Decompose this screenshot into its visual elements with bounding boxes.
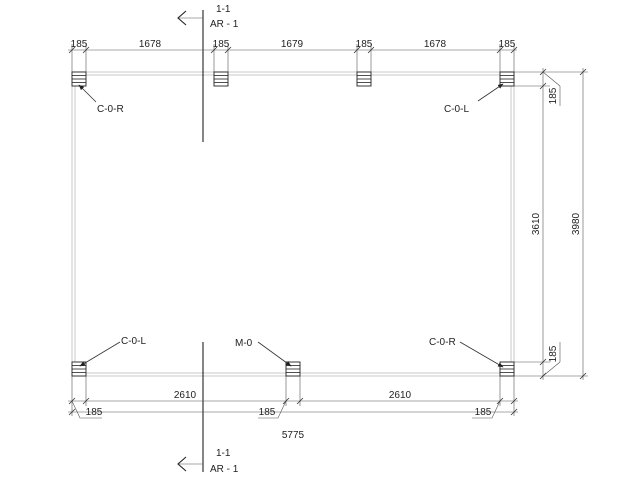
dim-right-corner-bottom: 185 xyxy=(548,345,559,362)
dim-right-overall: 3980 xyxy=(571,212,582,235)
post-label-top-left: C-0-R xyxy=(97,104,124,115)
dim-top-post-1: 185 xyxy=(71,39,88,50)
dim-top-span-3: 1678 xyxy=(424,39,447,50)
post-label-bottom-left: C-0-L xyxy=(121,336,146,347)
right-dimension-chain xyxy=(514,68,588,380)
leader-bottom-left xyxy=(79,341,121,367)
dim-top-post-2: 185 xyxy=(213,39,230,50)
dim-bottom-span-right: 2610 xyxy=(389,390,412,401)
post-label-top-right: C-0-L xyxy=(444,104,469,115)
dim-bottom-overall: 5775 xyxy=(282,430,305,441)
top-dimension-chain xyxy=(68,44,518,72)
leader-bottom-right xyxy=(459,341,504,368)
dim-top-post-3: 185 xyxy=(356,39,373,50)
section-number-bottom: 1-1 xyxy=(216,448,231,459)
dim-bottom-post-mid: 185 xyxy=(259,407,276,418)
dim-bottom-span-left: 2610 xyxy=(174,390,197,401)
slab-outline xyxy=(71,71,515,377)
section-sheet-bottom: AR - 1 xyxy=(210,464,239,475)
dim-top-post-4: 185 xyxy=(499,39,516,50)
post-label-bottom-right: C-0-R xyxy=(429,337,456,348)
dim-top-span-2: 1679 xyxy=(281,39,304,50)
dim-bottom-post-left: 185 xyxy=(86,407,103,418)
bottom-dimension-chain xyxy=(68,376,518,419)
section-sheet-top: AR - 1 xyxy=(210,19,239,30)
post-top-3 xyxy=(356,71,372,87)
post-top-right xyxy=(499,71,515,87)
section-arrow-bottom-icon xyxy=(177,456,187,472)
post-top-left xyxy=(71,71,87,87)
post-top-2 xyxy=(213,71,229,87)
section-arrow-top-icon xyxy=(177,10,187,26)
leader-top-right xyxy=(477,83,504,102)
dim-right-inner: 3610 xyxy=(531,212,542,235)
post-label-bottom-mid: M-0 xyxy=(235,338,253,349)
dim-bottom-post-right: 185 xyxy=(475,407,492,418)
leader-bottom-mid xyxy=(257,341,292,367)
leader-top-left xyxy=(78,84,97,103)
slab-inner-outline xyxy=(74,74,512,374)
dim-right-corner-top: 185 xyxy=(548,87,559,104)
section-number-top: 1-1 xyxy=(216,4,231,15)
section-cut-1-1 xyxy=(177,10,204,472)
dim-top-span-1: 1678 xyxy=(139,39,162,50)
post-bottom-right xyxy=(499,361,515,377)
